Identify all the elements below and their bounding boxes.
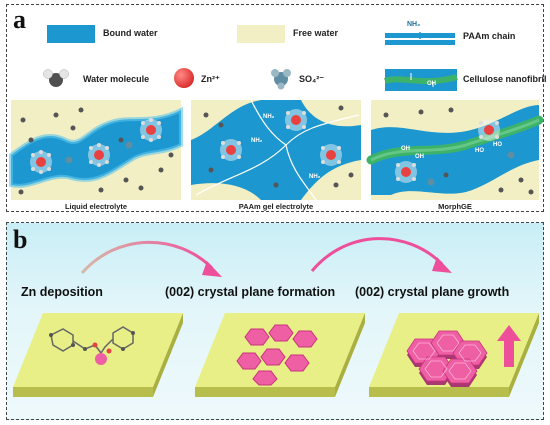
water-molecule-icon: [43, 69, 69, 87]
cellulose-nanofibril-label: Cellulose nanofibril: [463, 74, 547, 84]
liquid-electrolyte-scene: [9, 100, 183, 200]
step-zn-deposition: Zn deposition: [21, 285, 103, 299]
panel-a-label: a: [13, 5, 26, 34]
stacked-hexagon-crystals: [406, 330, 488, 387]
substrate-plate-1: [13, 313, 183, 397]
zn-cluster: [140, 118, 162, 142]
nh2-label: NH₂: [309, 174, 321, 180]
zn-ion-label: Zn²⁺: [201, 74, 220, 84]
cellulose-oh2-label: OH: [427, 81, 436, 87]
water-molecule-label: Water molecule: [83, 74, 150, 84]
substrate-plate-3: [369, 313, 539, 397]
panel-b: b Zn deposition (002) crystal plane form…: [6, 222, 544, 420]
arrow-2-icon: [310, 237, 452, 273]
zn-ion-icon: [174, 68, 194, 88]
nh2-label: NH₂: [251, 138, 263, 144]
morphge-scene: OH OH HO HO: [366, 100, 544, 200]
so4-ion-icon: [271, 69, 291, 90]
zn-cluster: [320, 144, 342, 166]
caption-liquid: Liquid electrolyte: [64, 202, 128, 211]
oh-label: OH: [401, 146, 410, 152]
free-water-swatch: [237, 25, 285, 43]
ho-label: HO: [493, 142, 502, 148]
cellulose-oh1-label: OH: [403, 63, 412, 69]
arrow-1-icon: [80, 240, 222, 277]
cellulose-nanofibril-icon: [384, 69, 458, 91]
bound-water-swatch: [47, 25, 95, 43]
ho-label: HO: [475, 148, 484, 154]
paam-chain-label: PAAm chain: [463, 31, 516, 41]
panel-a: a Bound water Free water NH₂ PAAm chain …: [6, 4, 547, 212]
step-plane-formation: (002) crystal plane formation: [165, 285, 336, 299]
substrate-plate-2: [195, 313, 365, 397]
nh2-label: NH₂: [263, 114, 275, 120]
caption-paam: PAAm gel electrolyte: [238, 202, 314, 211]
hexagon-crystal: [236, 324, 318, 386]
growth-up-arrow-icon: [497, 325, 521, 367]
zn-cluster: [30, 150, 52, 174]
paam-chain-icon: [385, 32, 455, 45]
zn-cluster: [88, 143, 110, 167]
zn-cluster: [285, 109, 307, 131]
zn-cluster: [478, 119, 500, 141]
so4-ion-label: SO₄²⁻: [299, 74, 325, 84]
free-water-label: Free water: [293, 28, 339, 38]
panel-b-label: b: [13, 225, 28, 254]
paam-gel-scene: NH₂ NH₂ NH₂: [191, 99, 361, 201]
bound-water-label: Bound water: [103, 28, 158, 38]
step-plane-growth: (002) crystal plane growth: [355, 285, 510, 299]
zn-cluster: [220, 139, 242, 161]
paam-nh2-label: NH₂: [407, 21, 421, 28]
oh-label: OH: [415, 154, 424, 160]
zn-cluster: [395, 161, 417, 183]
caption-morphge: MorphGE: [438, 202, 472, 211]
